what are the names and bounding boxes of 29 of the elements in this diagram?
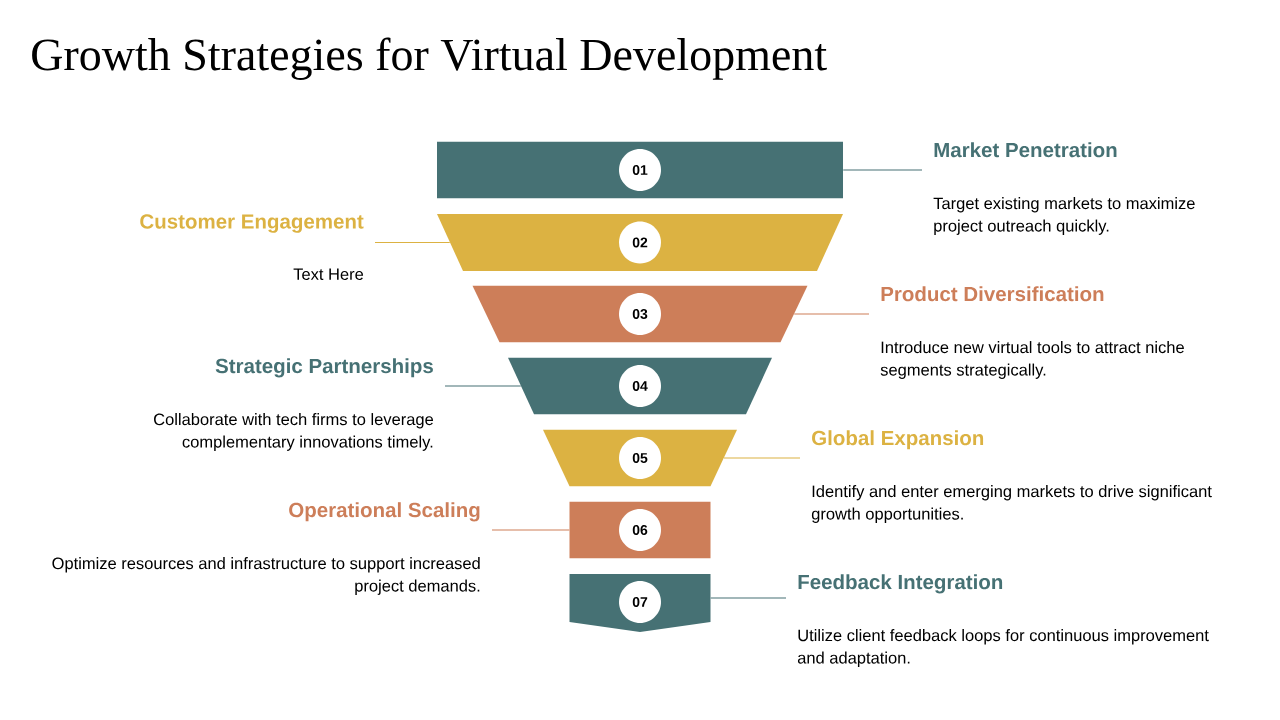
- body-text: Text Here: [293, 268, 364, 280]
- funnel-segment: 02: [437, 214, 843, 271]
- funnel-segment: 07: [569, 574, 711, 632]
- leader-line: [793, 313, 870, 315]
- heading: Customer Engagement: [140, 214, 364, 233]
- body-text: Collaborate with tech firms to leverage complementary innovations timely.: [154, 413, 433, 451]
- funnel-segment: 01: [437, 141, 843, 199]
- heading: Market Penetration: [934, 142, 1117, 158]
- heading: Operational Scaling: [289, 502, 480, 522]
- heading: Product Diversification: [881, 286, 1104, 302]
- title: Growth Strategies for Virtual Development: [32, 37, 827, 80]
- heading: Global Expansion: [812, 430, 984, 450]
- leader-line: [444, 385, 522, 387]
- leader-line: [723, 457, 801, 459]
- heading: Feedback Integration: [798, 574, 1003, 594]
- leader-line: [374, 241, 451, 244]
- funnel-segment: 03: [472, 285, 808, 343]
- funnel-segment: 04: [508, 357, 772, 415]
- body-text: Introduce new virtual tools to attract niche segments strategically.: [880, 341, 1184, 379]
- body-text: Target existing markets to maximize project outreach quickly.: [933, 197, 1195, 235]
- funnel-segment: 06: [569, 501, 711, 559]
- body-text: Optimize resources and infrastructure to support increased project demands.: [52, 557, 480, 595]
- body-text: Utilize client feedback loops for continuous improvement and adaptation.: [797, 629, 1209, 667]
- body-text: Identify and enter emerging markets to drive significant growth opportunities.: [811, 485, 1212, 523]
- funnel-segment: 05: [543, 429, 737, 487]
- leader-line: [842, 169, 923, 171]
- leader-line: [710, 597, 787, 599]
- leader-line: [491, 529, 570, 531]
- heading: Strategic Partnerships: [215, 358, 433, 378]
